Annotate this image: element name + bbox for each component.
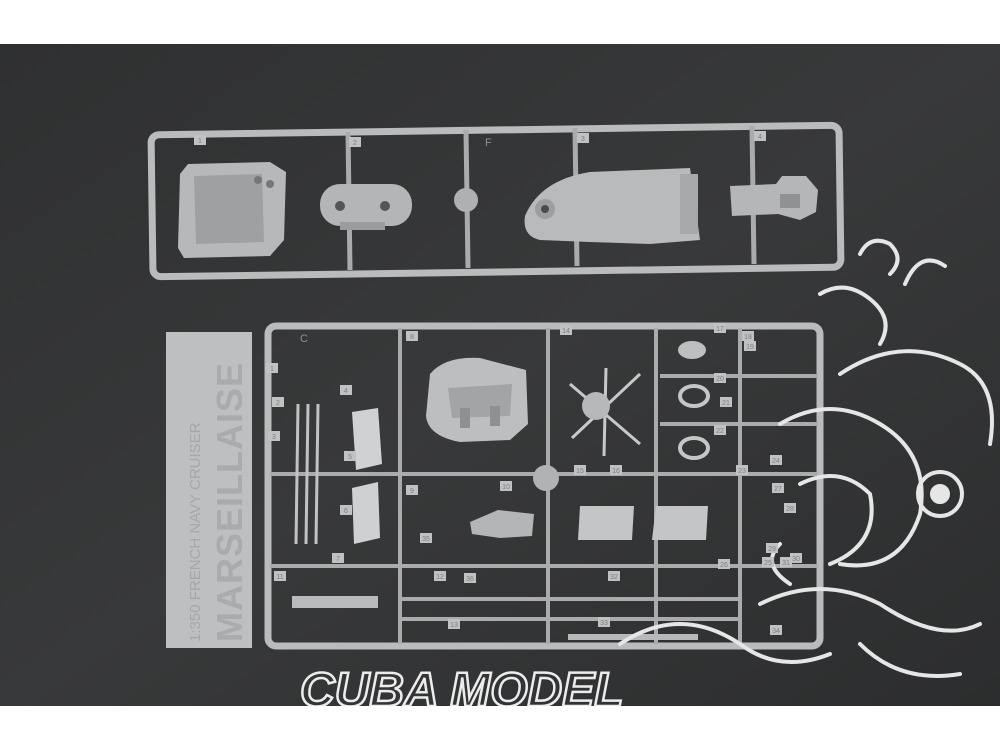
part-number-tag (194, 135, 206, 145)
part-number: 28 (786, 506, 794, 513)
part-number-tag (720, 397, 732, 407)
part-number: 3 (272, 434, 276, 441)
part-turret (426, 357, 528, 442)
part-number-tag (272, 397, 284, 407)
part-number: 6 (344, 508, 348, 515)
part-number-tag (770, 625, 782, 635)
part-number-tag (266, 363, 278, 373)
part-number: 4 (344, 388, 348, 395)
part-number-tag (742, 331, 754, 341)
part-number-tag (714, 323, 726, 333)
part-number-tag (714, 425, 726, 435)
part-number: 22 (716, 428, 724, 435)
part-number-tag (736, 465, 748, 475)
watermark-text: CUBA MODEL (300, 664, 624, 706)
part-number-tag (598, 617, 610, 627)
part-number-tag (714, 373, 726, 383)
part-deck (524, 168, 700, 244)
part-number-tag (766, 543, 778, 553)
sprue-tab-line1: 1:350 FRENCH NAVY CRUISER (187, 422, 204, 642)
part-number: 2 (276, 400, 280, 407)
part-number-tag (340, 505, 352, 515)
part-number: 24 (772, 458, 780, 465)
part-capsule (320, 184, 412, 230)
part-number-tag (780, 557, 792, 567)
part-number-tag (349, 137, 361, 147)
sprue-tab-line2: MARSEILLAISE (209, 362, 250, 642)
part-number: 4 (758, 134, 762, 141)
part-number: 3 (581, 136, 585, 143)
part-number-tag (406, 485, 418, 495)
part-number: 18 (744, 334, 752, 341)
product-photo: F 1:350 FRENCH NAVY CRUISER MARSEILLAISE (0, 44, 1000, 706)
part-number: 20 (716, 376, 724, 383)
part-number: 33 (600, 620, 608, 627)
part-number-tag (560, 325, 572, 335)
part-box (178, 162, 286, 258)
part-number: 19 (746, 344, 754, 351)
part-number: 31 (782, 560, 790, 567)
part-bracket (730, 176, 818, 220)
part-number: 27 (774, 486, 782, 493)
part-number: 8 (410, 334, 414, 341)
part-number-tag (344, 451, 356, 461)
part-number-tag (772, 483, 784, 493)
part-number-tag (784, 503, 796, 513)
sprue-f: F (147, 121, 845, 281)
part-number: 26 (720, 562, 728, 569)
part-number: 7 (336, 556, 340, 563)
part-number: 10 (502, 484, 510, 491)
part-number: 17 (716, 326, 724, 333)
part-number: 9 (410, 488, 414, 495)
part-number: 14 (562, 328, 570, 335)
part-number-tag (577, 133, 589, 143)
part-number-tag (340, 385, 352, 395)
part-number-tag (420, 533, 432, 543)
part-number-tag (608, 571, 620, 581)
part-number-tag (332, 553, 344, 563)
part-number-tag (464, 573, 476, 583)
part-number: 1 (270, 366, 274, 373)
part-number-tag (268, 431, 280, 441)
part-number-tag (448, 619, 460, 629)
sprue-c-letter: C (300, 333, 308, 345)
sprue-f-letter: F (485, 137, 492, 149)
part-number-tag (500, 481, 512, 491)
part-number: 34 (772, 628, 780, 635)
part-number-tag (274, 571, 286, 581)
part-number: 12 (436, 574, 444, 581)
part-number-tag (762, 557, 774, 567)
part-number: 15 (576, 468, 584, 475)
part-number: 13 (450, 622, 458, 629)
part-number-tag (574, 465, 586, 475)
part-number: 21 (722, 400, 730, 407)
part-number: 16 (612, 468, 620, 475)
part-number: 1 (198, 138, 202, 145)
part-number: 29 (768, 546, 776, 553)
part-number-tag (790, 553, 802, 563)
part-number: 36 (466, 576, 474, 583)
part-number-tag (770, 455, 782, 465)
part-number: 23 (738, 468, 746, 475)
watermark-logo (618, 238, 994, 678)
part-number-tag (406, 331, 418, 341)
part-number: 30 (792, 556, 800, 563)
part-number-tag (744, 341, 756, 351)
part-number: 2 (353, 140, 357, 147)
part-number-tag (434, 571, 446, 581)
part-number-tag (610, 465, 622, 475)
part-number-tag (754, 131, 766, 141)
part-number: 32 (610, 574, 618, 581)
part-number: 11 (276, 574, 283, 581)
part-number: 25 (764, 560, 772, 567)
part-number: 5 (348, 454, 352, 461)
part-number-tag (718, 559, 730, 569)
part-number: 35 (422, 536, 430, 543)
